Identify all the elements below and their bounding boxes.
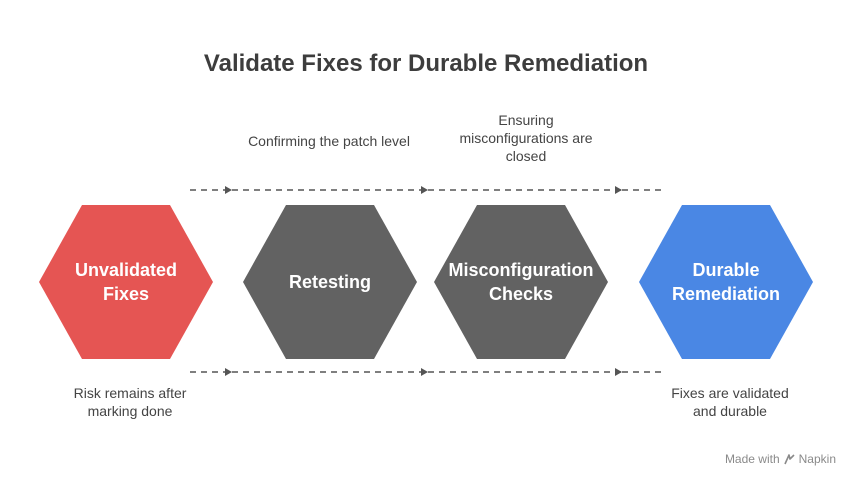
note-retesting: Confirming the patch level (248, 133, 410, 149)
arrowhead-bottom-0 (225, 368, 232, 376)
diagram-title: Validate Fixes for Durable Remediation (203, 50, 649, 77)
arrowhead-top-0 (225, 186, 232, 194)
stage-label-retesting: Retesting (288, 272, 371, 292)
hex-unvalidated (39, 205, 213, 359)
note-unvalidated: Risk remains after marking done (73, 385, 187, 419)
note-durable: Fixes are validated and durable (671, 385, 789, 419)
arrowhead-bottom-1 (421, 368, 428, 376)
stage-label-unvalidated: Unvalidated Fixes (74, 260, 178, 304)
hex-misconfiguration (434, 205, 608, 359)
credit-prefix: Made with (724, 452, 780, 466)
credit-brand: Napkin (798, 452, 836, 466)
note-misconfiguration: Ensuring misconfigurations are closed (459, 112, 593, 164)
arrowhead-bottom-2 (615, 368, 622, 376)
hexagons (39, 205, 813, 359)
made-with-credit[interactable]: Made with Napkin (725, 452, 836, 466)
arrowhead-top-1 (421, 186, 428, 194)
napkin-logo-icon (783, 453, 795, 464)
hex-retesting (243, 205, 417, 359)
arrowhead-top-2 (615, 186, 622, 194)
stage-label-misconfiguration: Misconfiguration Checks (448, 260, 594, 304)
stage-label-durable: Durable Remediation (671, 260, 781, 304)
connectors (190, 186, 662, 376)
hex-durable (639, 205, 813, 359)
